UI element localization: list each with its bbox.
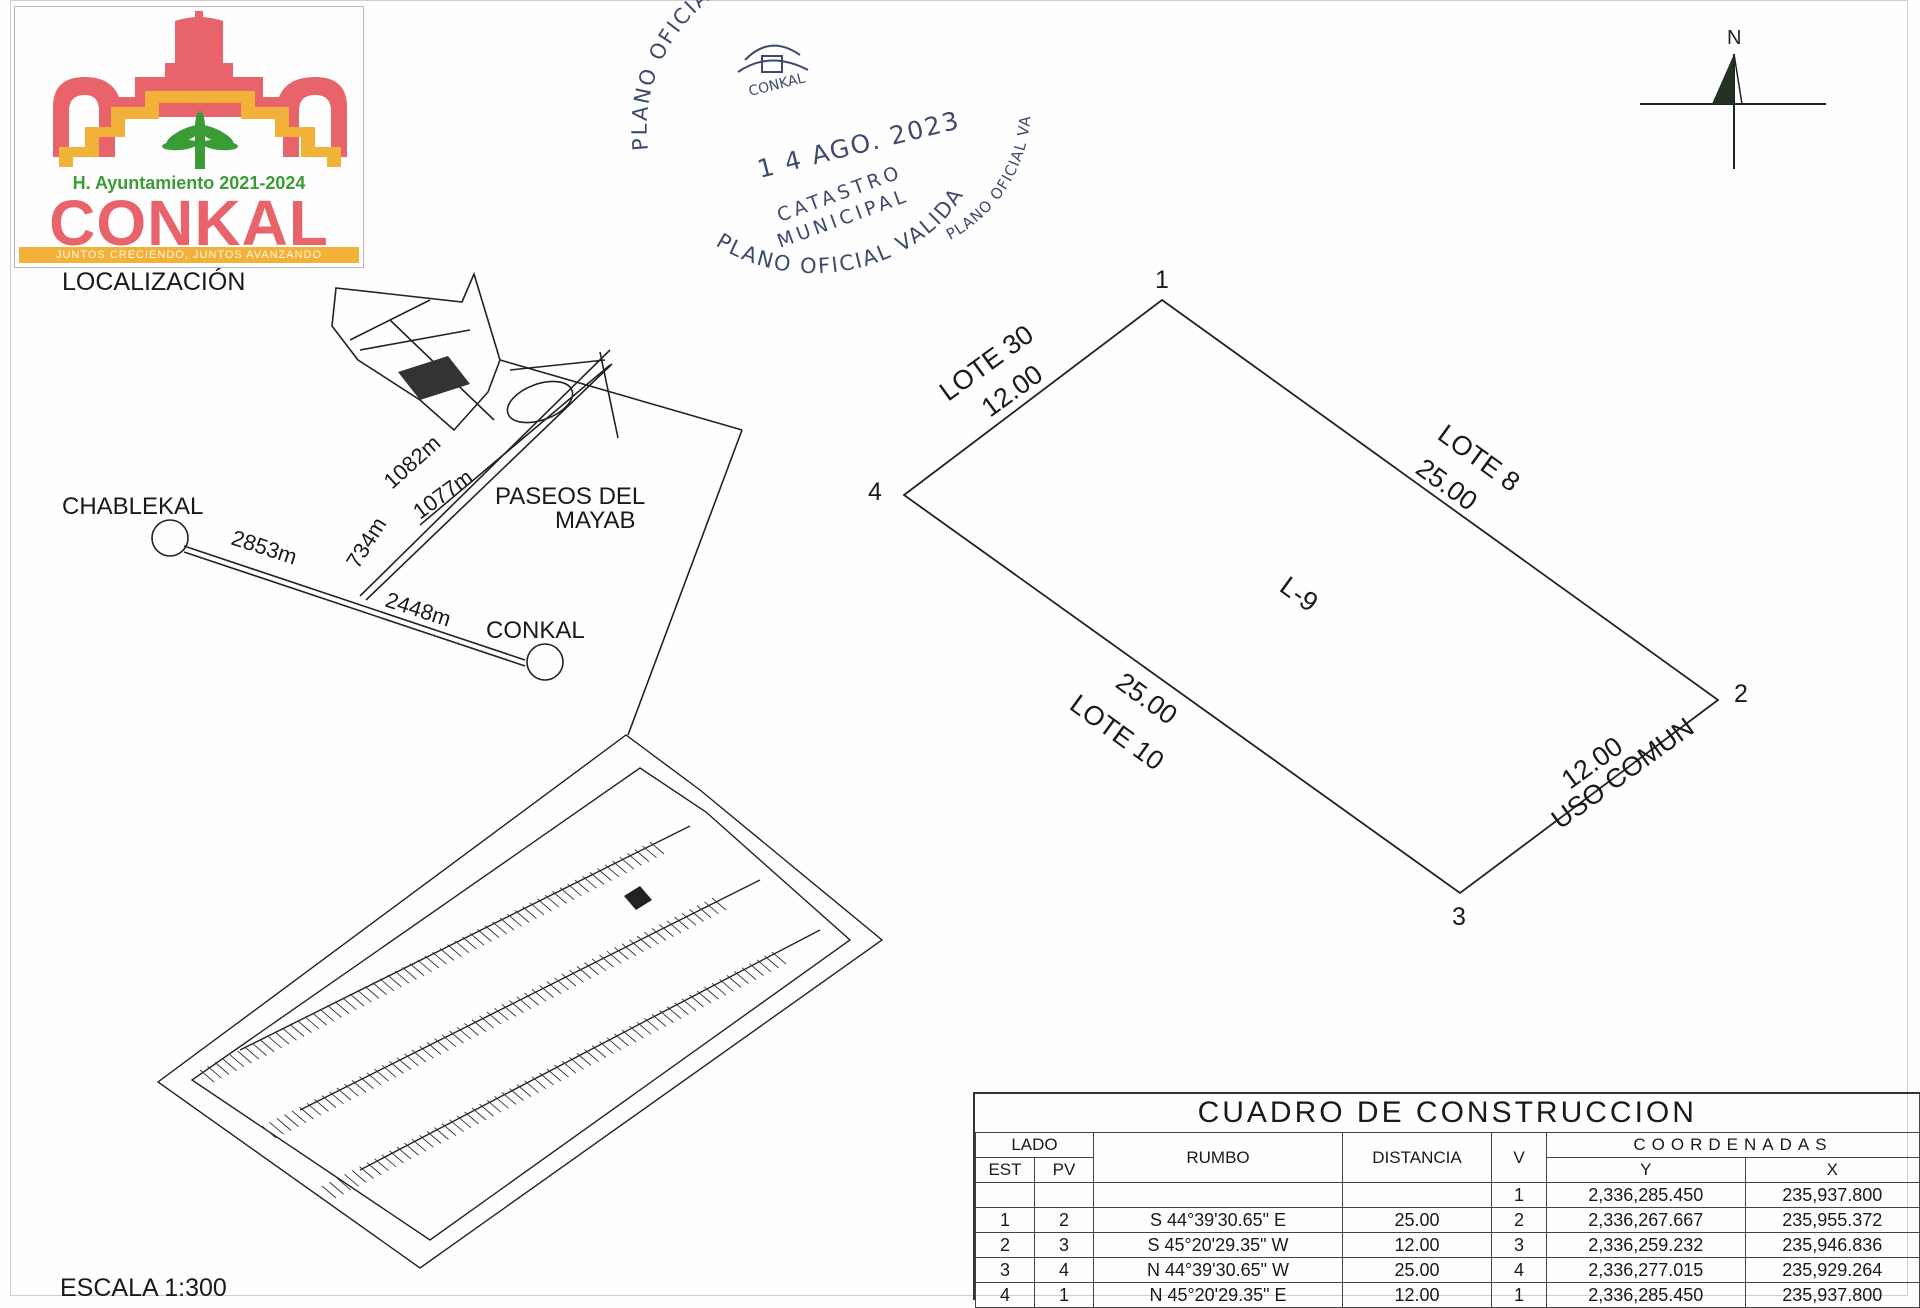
stamp-outer-top: PLANO OFICIAL VALIDADO [628, 0, 851, 152]
cell-rumbo: N 45°20'29.35" E [1093, 1282, 1343, 1308]
table-title: CUADRO DE CONSTRUCCION [975, 1094, 1920, 1133]
cell-rumbo: S 45°20'29.35" W [1093, 1232, 1343, 1258]
cell-v: 2 [1491, 1207, 1547, 1233]
cell-v: 1 [1491, 1282, 1547, 1308]
lot-id: L-9 [1274, 571, 1323, 618]
cell-distancia: 12.00 [1342, 1232, 1492, 1258]
logo-ayuntamiento-text: H. Ayuntamiento 2021-2024 [72, 173, 306, 193]
table-row: 3 4 N 44°39'30.65" W 25.00 4 2,336,277.0… [975, 1257, 1920, 1283]
cell-y: 2,336,285.450 [1546, 1282, 1746, 1308]
cell-pv: 3 [1034, 1232, 1094, 1258]
vertex-3: 3 [1452, 903, 1466, 931]
vertex-1: 1 [1155, 266, 1169, 294]
cell-v: 3 [1491, 1232, 1547, 1258]
lot-plan: 1 2 3 4 L-9 LOTE 30 12.00 LOTE 8 25.00 U… [868, 266, 1748, 931]
table-row: 2 3 S 45°20'29.35" W 12.00 3 2,336,259.2… [975, 1232, 1920, 1258]
cell-x: 235,929.264 [1744, 1257, 1920, 1283]
col-pv: PV [1034, 1157, 1094, 1183]
cell-pv: 2 [1034, 1207, 1094, 1233]
col-lado: LADO [975, 1132, 1094, 1158]
location-title: LOCALIZACIÓN [62, 268, 246, 296]
table-row: 4 1 N 45°20'29.35" E 12.00 1 2,336,285.4… [975, 1282, 1920, 1308]
col-y: Y [1546, 1157, 1746, 1183]
col-distancia: DISTANCIA [1342, 1132, 1492, 1183]
stamp-date: 1 4 AGO. 2023 [754, 105, 963, 183]
col-v: V [1491, 1132, 1547, 1183]
official-stamp: PLANO OFICIAL VALIDADO PLANO OFICIAL VAL… [620, 0, 1033, 278]
lot-outline [902, 298, 1720, 895]
cell-v: 4 [1491, 1257, 1547, 1283]
palace-emblem-icon [53, 11, 347, 169]
vertex-4: 4 [868, 478, 882, 506]
stamp-emblem-icon [737, 44, 809, 73]
cell-est: 2 [975, 1232, 1035, 1258]
cell-distancia: 25.00 [1342, 1207, 1492, 1233]
cell-x: 235,946.836 [1744, 1232, 1920, 1258]
cell-distancia: 12.00 [1342, 1282, 1492, 1308]
target-parcel-mark [398, 356, 470, 400]
table-row: 1 2,336,285.450 235,937.800 [975, 1182, 1920, 1208]
north-arrow-icon: N [1640, 27, 1826, 169]
cell-distancia: 25.00 [1342, 1257, 1492, 1283]
cell-y: 2,336,259.232 [1546, 1232, 1746, 1258]
place-chablekal: CHABLEKAL [62, 493, 203, 520]
distance-734: 734m [341, 513, 391, 573]
table-row: 1 2 S 44°39'30.65" E 25.00 2 2,336,267.6… [975, 1207, 1920, 1233]
location-map: CHABLEKAL PASEOS DEL MAYAB CONKAL 2853m … [62, 271, 884, 1269]
col-rumbo: RUMBO [1093, 1132, 1343, 1183]
cell-est: 3 [975, 1257, 1035, 1283]
cell-pv: 4 [1034, 1257, 1094, 1283]
col-est: EST [975, 1157, 1035, 1183]
scale-label: ESCALA 1:300 [60, 1274, 227, 1302]
municipal-logo: H. Ayuntamiento 2021-2024 CONKAL JUNTOS … [14, 6, 364, 268]
col-x: X [1744, 1157, 1920, 1183]
cell-est: 1 [975, 1207, 1035, 1233]
cell-y: 2,336,285.450 [1546, 1182, 1746, 1208]
cell-x: 235,955.372 [1744, 1207, 1920, 1233]
sheet-border [10, 0, 1908, 1296]
place-conkal: CONKAL [486, 617, 585, 644]
cell-est: 4 [975, 1282, 1035, 1308]
cell-rumbo: N 44°39'30.65" W [1093, 1257, 1343, 1283]
cell-rumbo: S 44°39'30.65" E [1093, 1207, 1343, 1233]
construction-table: CUADRO DE CONSTRUCCION LADO RUMBO DISTAN… [973, 1092, 1920, 1308]
cell-x: 235,937.800 [1744, 1182, 1920, 1208]
cell-pv: 1 [1034, 1282, 1094, 1308]
logo-slogan: JUNTOS CRECIENDO, JUNTOS AVANZANDO [19, 247, 359, 263]
stamp-emblem-name: CONKAL [747, 70, 807, 100]
cell-y: 2,336,277.015 [1546, 1257, 1746, 1283]
place-paseos-line1: PASEOS DEL [495, 483, 645, 510]
vertex-2: 2 [1734, 680, 1748, 708]
cell-y: 2,336,267.667 [1546, 1207, 1746, 1233]
place-paseos-line2: MAYAB [555, 507, 635, 534]
cell-v: 1 [1491, 1182, 1547, 1208]
cell-x: 235,937.800 [1744, 1282, 1920, 1308]
north-label: N [1727, 27, 1741, 49]
col-coordenadas: COORDENADAS [1546, 1132, 1920, 1158]
distance-2853: 2853m [228, 525, 300, 570]
subdivision-plan [156, 734, 884, 1269]
